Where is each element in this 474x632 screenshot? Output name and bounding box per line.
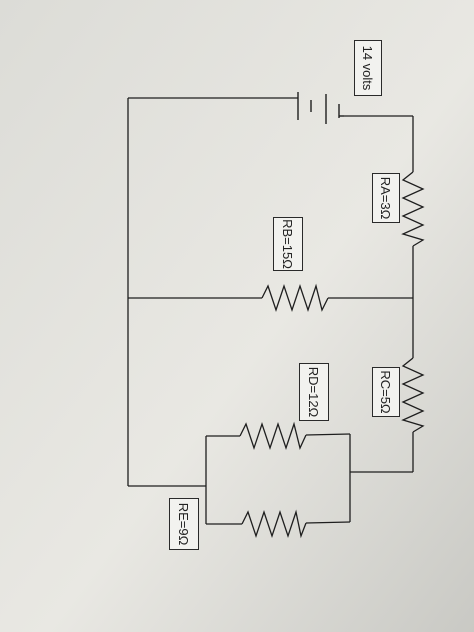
resistor-rd-symbol bbox=[239, 421, 307, 451]
resistor-re-symbol bbox=[241, 509, 307, 539]
resistor-ra-label: RA=3Ω bbox=[372, 173, 400, 223]
resistor-ra-symbol bbox=[401, 171, 425, 247]
resistor-rc-label: RC=5Ω bbox=[372, 367, 400, 417]
wire-parallel-top-b bbox=[305, 433, 351, 436]
resistor-rd-label: RD=12Ω bbox=[299, 363, 329, 421]
resistor-re-label: RE=9Ω bbox=[169, 498, 199, 550]
wire-parallel-bottom-b bbox=[305, 521, 351, 524]
resistor-rb-symbol bbox=[261, 283, 329, 313]
wires bbox=[127, 97, 414, 525]
voltage-source-label: 14 volts bbox=[354, 40, 382, 96]
resistor-rb-label: RB=15Ω bbox=[273, 217, 303, 271]
resistor-rc-symbol bbox=[401, 357, 425, 433]
battery-symbol bbox=[297, 92, 344, 124]
